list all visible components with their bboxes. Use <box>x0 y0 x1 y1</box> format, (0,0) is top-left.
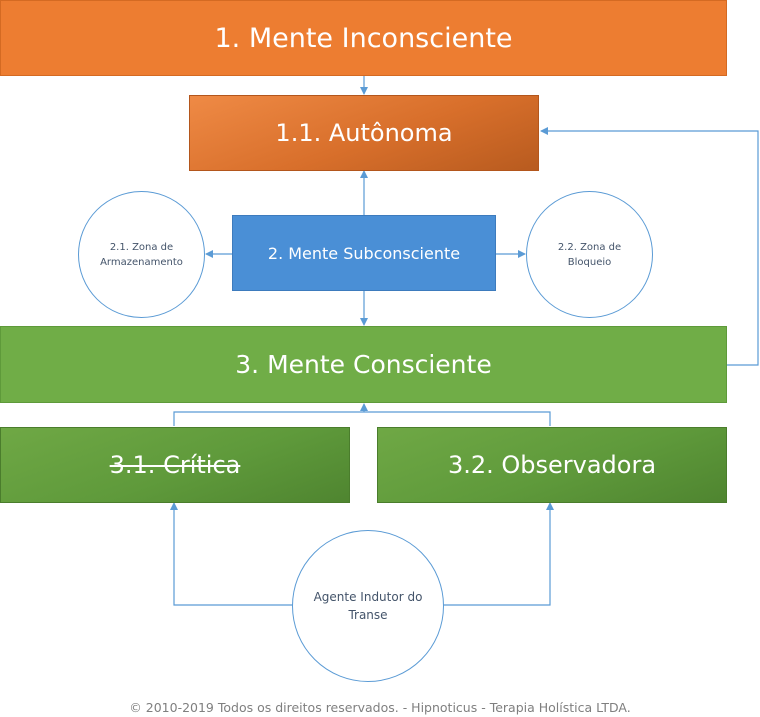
critica-label: 3.1. Crítica <box>109 451 241 479</box>
zona-bloqueio-label: 2.2. Zona de Bloqueio <box>557 241 622 268</box>
agente-indutor-label: Agente Indutor do Transe <box>313 590 423 622</box>
critica-box: 3.1. Crítica <box>0 427 350 503</box>
zona-bloqueio-circle: 2.2. Zona de Bloqueio <box>526 191 653 318</box>
mente-inconsciente-box: 1. Mente Inconsciente <box>0 0 727 76</box>
arrow-agente-to-observadora <box>443 502 554 606</box>
agente-indutor-circle: Agente Indutor do Transe <box>292 530 444 682</box>
mente-consciente-label: 3. Mente Consciente <box>235 350 492 379</box>
autonoma-box: 1.1. Autônoma <box>189 95 539 171</box>
copyright-footer: © 2010-2019 Todos os direitos reservados… <box>129 700 631 715</box>
observadora-label: 3.2. Observadora <box>447 451 657 479</box>
zona-armazenamento-circle: 2.1. Zona de Armazenamento <box>78 191 205 318</box>
mente-consciente-box: 3. Mente Consciente <box>0 326 727 403</box>
arrow-criticas-to-consciente <box>173 411 551 426</box>
arrow-agente-to-critica <box>170 502 293 606</box>
autonoma-label: 1.1. Autônoma <box>275 119 453 147</box>
observadora-box: 3.2. Observadora <box>377 427 727 503</box>
zona-armazenamento-label: 2.1. Zona de Armazenamento <box>100 241 183 268</box>
mente-subconsciente-box: 2. Mente Subconsciente <box>232 215 496 291</box>
mente-inconsciente-label: 1. Mente Inconsciente <box>214 22 513 54</box>
mente-subconsciente-label: 2. Mente Subconsciente <box>267 243 461 263</box>
